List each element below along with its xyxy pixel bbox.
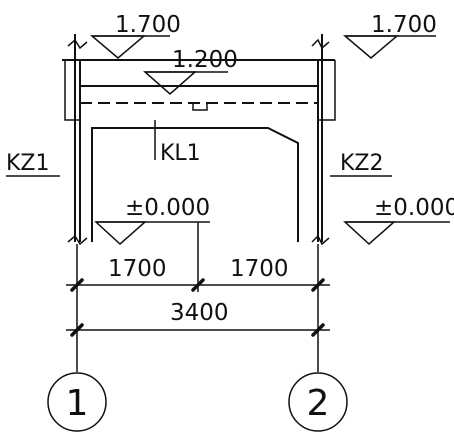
- dim-tick: [191, 278, 205, 292]
- elevation-beam: 1.200: [172, 47, 238, 73]
- elevation-ground-left: ±0.000: [125, 195, 210, 221]
- axis-2-label: 2: [307, 383, 330, 424]
- beam-soffit: [91, 127, 299, 242]
- elevation-marker-top-right: [342, 35, 436, 59]
- column-label-kz2: KZ2: [340, 151, 384, 176]
- dim-tick: [311, 323, 325, 337]
- elevation-top-left: 1.700: [115, 12, 181, 38]
- dim-tick: [70, 323, 84, 337]
- elevation-marker-ground-left: [94, 221, 210, 246]
- elevation-triangle-icon: [143, 71, 197, 95]
- axis-1-bubble: [47, 372, 107, 432]
- right-column-cap: [318, 60, 336, 121]
- frame-structure: [62, 34, 336, 246]
- column-label-kz1: KZ1: [6, 151, 50, 176]
- dim-tick: [311, 278, 325, 292]
- axis-2-bubble: [288, 372, 348, 432]
- left-column-cap: [64, 60, 80, 121]
- dim-tick: [70, 278, 84, 292]
- elevation-triangle-icon: [94, 221, 147, 246]
- left-break-mark: [67, 38, 88, 50]
- dimension-span-left: 1700: [108, 256, 167, 282]
- elevation-marker-ground-right: [343, 221, 450, 246]
- dimension-lines: [66, 222, 330, 372]
- beam-label-kl1: KL1: [160, 141, 201, 166]
- elevation-marker-top-left: [89, 35, 170, 59]
- elevation-triangle-icon: [343, 221, 396, 246]
- axis-1-label: 1: [66, 383, 89, 424]
- left-bottom-break-mark: [67, 234, 88, 246]
- right-bottom-break-mark: [311, 234, 330, 246]
- beam-notch: [192, 103, 208, 111]
- right-break-mark: [311, 38, 330, 50]
- elevation-triangle-icon: [342, 35, 400, 59]
- elevation-triangle-icon: [89, 35, 147, 59]
- elevation-top-right: 1.700: [371, 12, 437, 38]
- dimension-span-right: 1700: [230, 256, 289, 282]
- elevation-marker-beam: [143, 71, 228, 95]
- dimension-total: 3400: [170, 300, 229, 326]
- elevation-ground-right: ±0.000: [374, 195, 454, 221]
